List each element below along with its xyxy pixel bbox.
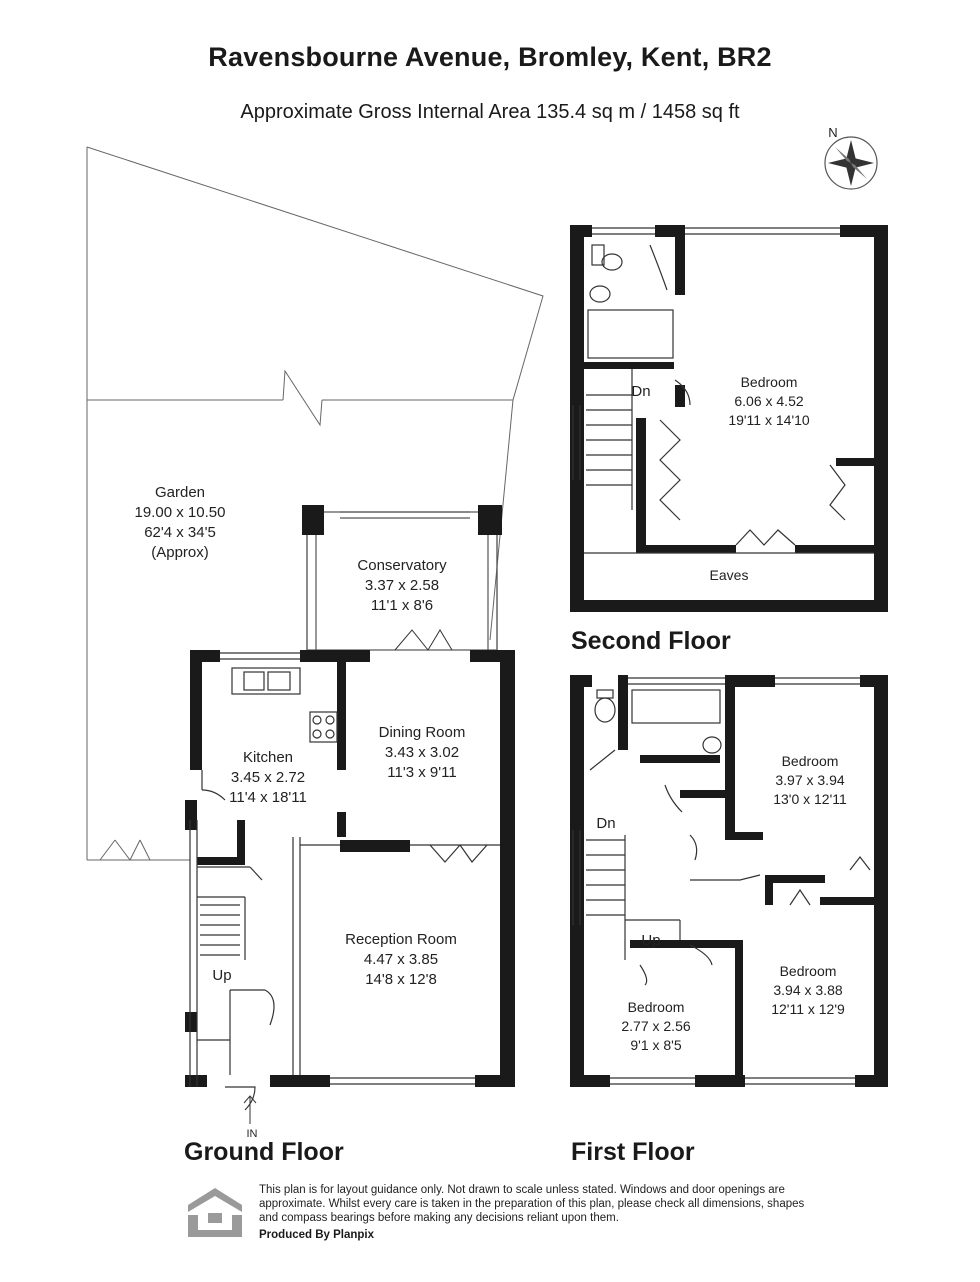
conservatory-metric: 3.37 x 2.58 <box>365 577 439 594</box>
first-bedroom-2-name: Bedroom <box>780 963 837 979</box>
garden-name: Garden <box>155 484 205 501</box>
dining-imperial: 11'3 x 9'11 <box>387 764 456 781</box>
first-bedroom-2-metric: 3.94 x 3.88 <box>773 982 842 998</box>
first-stairs-up: Up <box>641 932 660 949</box>
second-bedroom-metric: 6.06 x 4.52 <box>734 393 803 409</box>
conservatory-name: Conservatory <box>357 557 447 574</box>
first-floor-plan: Bedroom 3.97 x 3.94 13'0 x 12'11 Bedroom… <box>570 675 888 1087</box>
first-bedroom-1-metric: 3.97 x 3.94 <box>775 772 844 788</box>
garden-note: (Approx) <box>151 544 209 561</box>
first-bedroom-3-imperial: 9'1 x 8'5 <box>630 1037 681 1053</box>
first-bedroom-1-name: Bedroom <box>782 753 839 769</box>
reception-imperial: 14'8 x 12'8 <box>365 971 437 988</box>
reception-name: Reception Room <box>345 931 457 948</box>
first-floor-label: First Floor <box>571 1138 695 1166</box>
compass-north-label: N <box>828 125 837 140</box>
entrance-arrow-icon <box>243 1095 257 1124</box>
reception-metric: 4.47 x 3.85 <box>364 951 438 968</box>
second-floor-plan: Bedroom 6.06 x 4.52 19'11 x 14'10 Eaves … <box>570 225 888 612</box>
producer-credit: Produced By Planpix <box>259 1229 375 1241</box>
first-stairs-dn: Dn <box>596 815 615 832</box>
conservatory-imperial: 11'1 x 8'6 <box>371 597 433 614</box>
ground-floor-label: Ground Floor <box>184 1138 344 1166</box>
compass-icon: N <box>824 125 878 190</box>
plan-subtitle: Approximate Gross Internal Area 135.4 sq… <box>240 101 740 123</box>
kitchen-name: Kitchen <box>243 749 293 766</box>
second-floor-label: Second Floor <box>571 627 731 655</box>
disclaimer-text: This plan is for layout guidance only. N… <box>259 1184 805 1224</box>
first-bedroom-1-imperial: 13'0 x 12'11 <box>773 791 847 807</box>
planpix-logo-icon <box>188 1188 242 1237</box>
second-bedroom-imperial: 19'11 x 14'10 <box>728 412 810 428</box>
ground-floor-plan: IN Garden 19.00 x 10.50 62'4 x 34'5 (App… <box>135 484 515 1140</box>
plan-title: Ravensbourne Avenue, Bromley, Kent, BR2 <box>208 42 772 72</box>
entrance-label: IN <box>247 1128 258 1140</box>
ground-stairs-up: Up <box>212 967 231 984</box>
kitchen-metric: 3.45 x 2.72 <box>231 769 305 786</box>
first-bedroom-3-name: Bedroom <box>628 999 685 1015</box>
dining-metric: 3.43 x 3.02 <box>385 744 459 761</box>
second-stairs-dn: Dn <box>631 383 650 400</box>
first-bedroom-3-metric: 2.77 x 2.56 <box>621 1018 690 1034</box>
garden-metric: 19.00 x 10.50 <box>135 504 226 521</box>
kitchen-imperial: 11'4 x 18'11 <box>229 789 307 806</box>
garden-imperial: 62'4 x 34'5 <box>144 524 216 541</box>
second-bedroom-name: Bedroom <box>741 374 798 390</box>
first-bedroom-2-imperial: 12'11 x 12'9 <box>771 1001 845 1017</box>
eaves-label: Eaves <box>710 567 749 583</box>
dining-name: Dining Room <box>379 724 466 741</box>
